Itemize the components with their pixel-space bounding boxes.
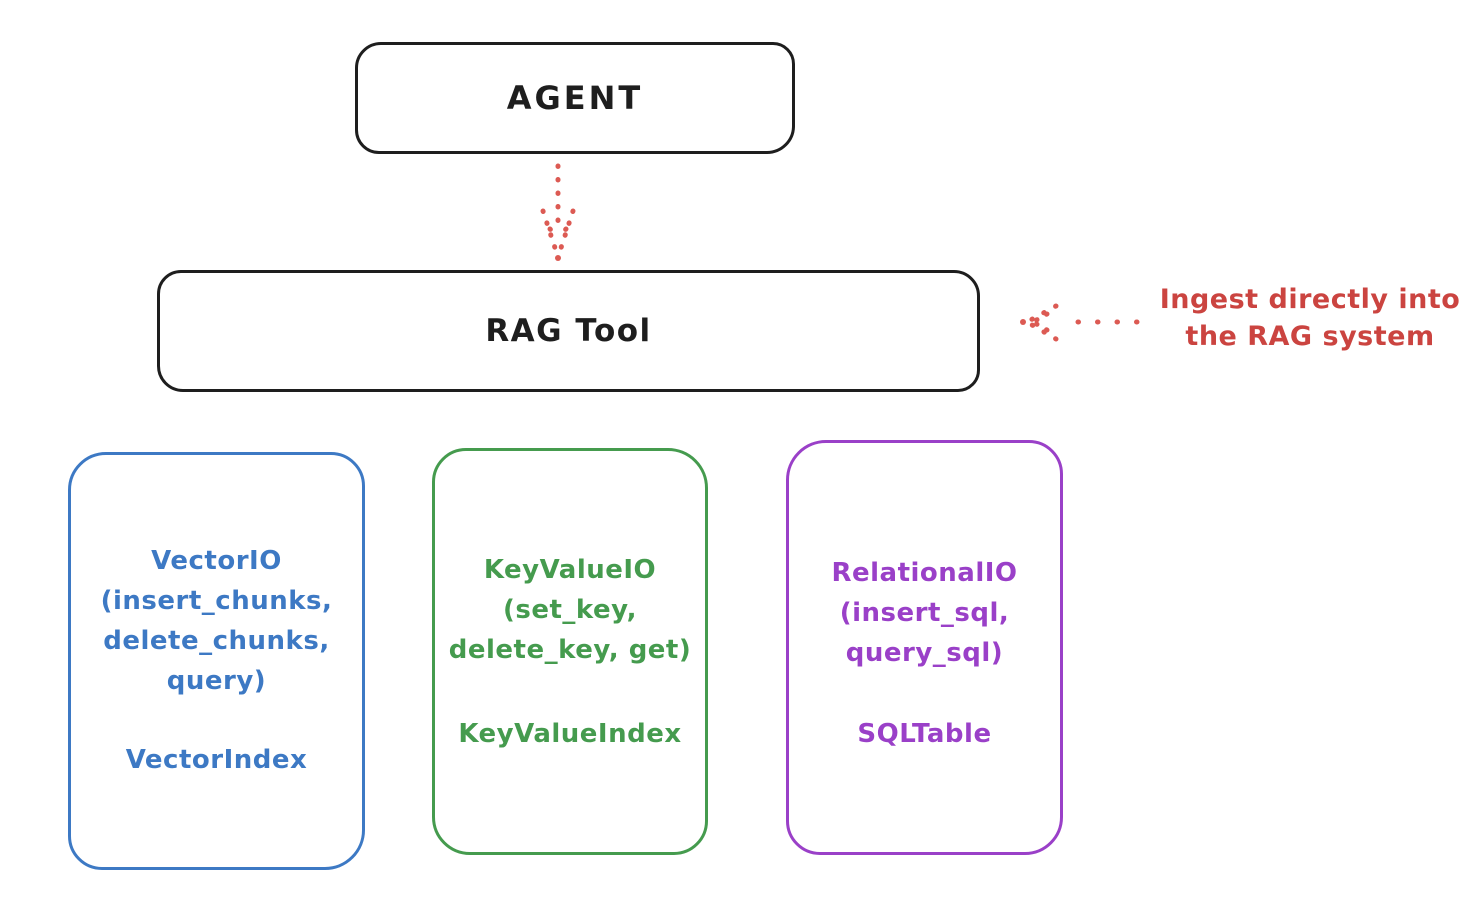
relational-io-methods-line-2: query_sql) [845, 638, 1004, 668]
keyvalue-io-box: KeyValueIO (set_key, delete_key, get) Ke… [432, 448, 708, 855]
relational-io-title: RelationalIO [831, 558, 1018, 588]
vector-io-methods-line-2: delete_chunks, [103, 626, 330, 656]
rag-tool-box-label: RAG Tool [485, 313, 652, 349]
vector-io-methods-line-1: (insert_chunks, [100, 586, 333, 616]
annotation-to-rag-arrow [1020, 303, 1140, 342]
annotation-line-1: Ingest directly into [1159, 284, 1461, 315]
sql-table-label: SQLTable [857, 719, 992, 749]
agent-box: AGENT [355, 42, 795, 154]
vector-index-label: VectorIndex [125, 745, 308, 775]
vector-io-box: VectorIO (insert_chunks, delete_chunks, … [68, 452, 365, 870]
keyvalue-io-title: KeyValueIO [483, 555, 657, 585]
agent-box-label: AGENT [506, 79, 644, 117]
annotation-text: Ingest directly into the RAG system [1145, 281, 1475, 355]
relational-io-box: RelationalIO (insert_sql, query_sql) SQL… [786, 440, 1063, 855]
relational-io-methods-line-1: (insert_sql, [839, 598, 1010, 628]
keyvalue-io-methods-line-1: (set_key, [503, 595, 637, 625]
keyvalue-io-methods-line-2: delete_key, get) [448, 635, 692, 665]
vector-io-title: VectorIO [151, 546, 282, 576]
agent-to-rag-arrow [540, 163, 576, 261]
annotation-line-2: the RAG system [1185, 321, 1435, 352]
vector-io-methods-line-3: query) [166, 666, 267, 696]
rag-tool-box: RAG Tool [157, 270, 980, 392]
keyvalue-index-label: KeyValueIndex [458, 719, 682, 749]
